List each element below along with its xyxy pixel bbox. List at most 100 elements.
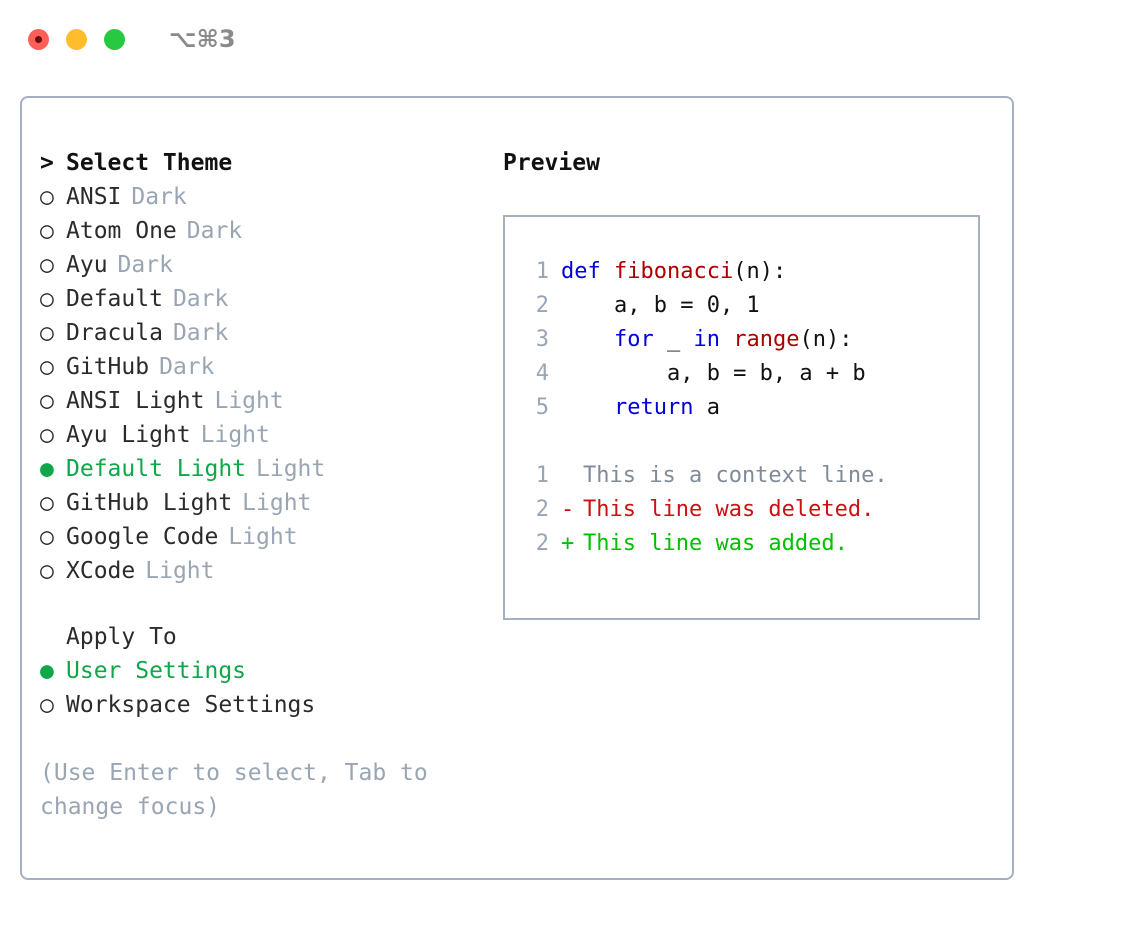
theme-category-tag: Dark (172, 320, 229, 346)
code-line: 3 for _ in range(n): (505, 323, 978, 357)
close-button[interactable] (28, 28, 49, 50)
code-line: 4 a, b = b, a + b (505, 357, 978, 391)
apply-to-list: ● User Settings ○ Workspace Settings (40, 654, 480, 722)
theme-name: XCode (66, 558, 136, 584)
theme-category-tag: Dark (159, 354, 215, 380)
apply-to-header-label: Apply To (66, 624, 177, 650)
code-token-plain: a (693, 395, 720, 420)
theme-name: ANSI Light (66, 388, 205, 414)
caret-icon: > (40, 150, 54, 176)
title-bar: ⌥⌘3 (0, 0, 1140, 78)
radio-unselected-icon[interactable]: ○ (40, 692, 54, 718)
code-line-text: def fibonacci(n): (561, 255, 786, 289)
code-token-kw: for (613, 327, 654, 352)
maximize-button[interactable] (104, 28, 125, 50)
radio-unselected-icon[interactable]: ○ (40, 252, 54, 278)
theme-name: Dracula (66, 320, 163, 346)
theme-category-tag: Dark (131, 184, 187, 210)
theme-name: Default (66, 286, 163, 312)
radio-unselected-icon[interactable]: ○ (40, 320, 54, 346)
radio-unselected-icon[interactable]: ○ (40, 524, 54, 550)
theme-category-tag: Light (214, 388, 284, 414)
code-token-plain: a, b = 0, 1 (561, 293, 760, 318)
theme-list-item[interactable]: ○ ANSI Dark (40, 180, 480, 214)
radio-unselected-icon[interactable]: ○ (40, 490, 54, 516)
minimize-button[interactable] (66, 28, 87, 50)
theme-name: Atom One (66, 218, 177, 244)
apply-to-label: User Settings (66, 658, 247, 684)
theme-category-tag: Light (256, 456, 326, 482)
code-line-text: a, b = b, a + b (561, 357, 866, 391)
diff-sample: 1 This is a context line.2-This line was… (505, 459, 978, 561)
code-line-number: 4 (535, 361, 549, 386)
radio-unselected-icon[interactable]: ○ (40, 286, 54, 312)
keyboard-hint: (Use Enter to select, Tab to change focu… (40, 760, 428, 820)
radio-unselected-icon[interactable]: ○ (40, 388, 54, 414)
code-token-plain (561, 327, 614, 352)
code-line-number: 2 (535, 293, 549, 318)
diff-line-text: This line was added. (583, 531, 848, 556)
theme-category-tag: Dark (172, 286, 229, 312)
theme-list-item[interactable]: ○ GitHub Dark (40, 350, 480, 384)
theme-name: GitHub (66, 354, 150, 380)
radio-selected-icon[interactable]: ● (40, 456, 54, 482)
theme-category-tag: Light (242, 490, 312, 516)
radio-unselected-icon[interactable]: ○ (40, 218, 54, 244)
radio-unselected-icon[interactable]: ○ (40, 422, 54, 448)
diff-marker (561, 459, 575, 493)
code-token-kw: def (561, 259, 614, 284)
radio-unselected-icon[interactable]: ○ (40, 558, 54, 584)
code-token-fn: range (733, 327, 800, 352)
code-line-text: a, b = 0, 1 (561, 289, 760, 323)
diff-line-text: This line was deleted. (583, 497, 875, 522)
theme-picker-header: > Select Theme (40, 146, 480, 180)
diff-line: 2-This line was deleted. (505, 493, 978, 527)
diff-line: 1 This is a context line. (505, 459, 978, 493)
radio-selected-icon[interactable]: ● (40, 658, 54, 684)
apply-to-section: Apply To ● User Settings ○ Workspace Settin… (40, 620, 480, 722)
code-line-number: 5 (535, 395, 549, 420)
radio-unselected-icon[interactable]: ○ (40, 184, 54, 210)
diff-line-number: 2 (535, 497, 549, 522)
spacer (40, 620, 66, 654)
code-line: 2 a, b = 0, 1 (505, 289, 978, 323)
theme-list-item[interactable]: ○ Dracula Dark (40, 316, 480, 350)
diff-line: 2+This line was added. (505, 527, 978, 561)
theme-name: Ayu Light (66, 422, 191, 448)
code-token-plain: _ (653, 327, 694, 352)
diff-line-text: This is a context line. (583, 463, 888, 488)
theme-list-item[interactable]: ○ Default Dark (40, 282, 480, 316)
code-diff-separator (505, 425, 978, 459)
code-line: 5 return a (505, 391, 978, 425)
theme-list-item[interactable]: ○ ANSI Light Light (40, 384, 480, 418)
code-token-kw: return (613, 395, 694, 420)
window-controls (28, 28, 125, 50)
radio-unselected-icon[interactable]: ○ (40, 354, 54, 380)
apply-to-header: Apply To (40, 620, 480, 654)
theme-name: Ayu (66, 252, 108, 278)
apply-to-item[interactable]: ○ Workspace Settings (40, 688, 480, 722)
apply-to-item[interactable]: ● User Settings (40, 654, 480, 688)
code-token-plain (720, 327, 733, 352)
diff-line-number: 1 (535, 463, 549, 488)
code-line-number: 3 (535, 327, 549, 352)
code-token-fn: fibonacci (613, 259, 734, 284)
theme-name: Google Code (66, 524, 219, 550)
theme-picker-header-label: Select Theme (66, 150, 233, 176)
code-token-kw: in (693, 327, 720, 352)
apply-to-label: Workspace Settings (66, 692, 316, 718)
theme-name: ANSI (66, 184, 122, 210)
